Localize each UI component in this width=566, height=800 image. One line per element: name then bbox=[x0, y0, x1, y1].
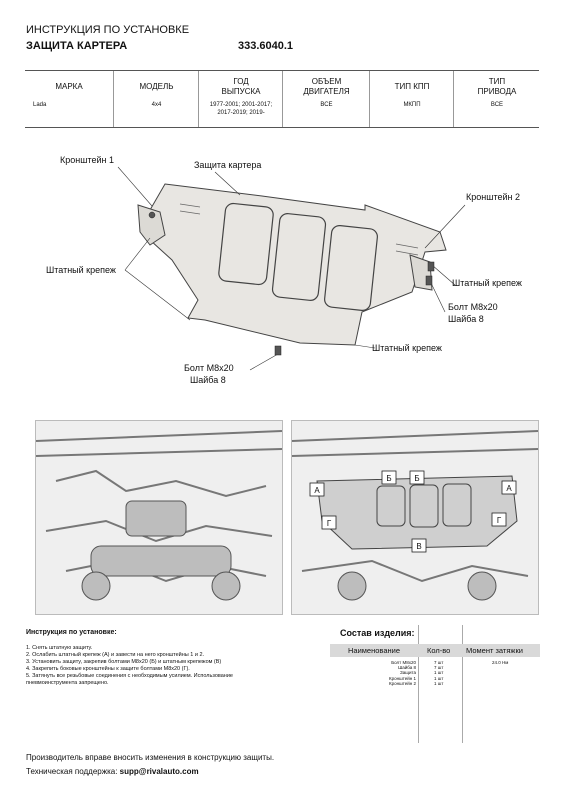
spec-value-gearbox: МКПП bbox=[403, 102, 421, 108]
support-email-link[interactable]: supp@rivalauto.com bbox=[119, 767, 199, 776]
footer-disclaimer: Производитель вправе вносить изменения в… bbox=[26, 753, 275, 762]
composition-title: Состав изделия: bbox=[340, 628, 415, 638]
support-label: Техническая поддержка: bbox=[26, 767, 120, 776]
photo-before-install bbox=[35, 420, 283, 615]
label-std-fastener-left: Штатный крепеж bbox=[46, 265, 116, 275]
label-bolt-right-2: Шайба 8 bbox=[448, 314, 484, 324]
instruction-step: 1. Снять штатную защиту. bbox=[26, 645, 93, 651]
bolt-bottom bbox=[274, 345, 282, 356]
spec-header-make: МАРКА bbox=[55, 82, 83, 91]
spec-header-year: ГОД ВЫПУСКА bbox=[221, 77, 261, 96]
spec-col-gearbox: ТИП КПП МКПП bbox=[369, 71, 454, 127]
instruction-step: 3. Установить защиту, закрепив болтами М… bbox=[26, 659, 222, 665]
guard-plate bbox=[149, 183, 447, 346]
marker-v: В bbox=[416, 542, 421, 551]
label-bracket-1: Кронштейн 1 bbox=[60, 155, 114, 165]
doc-title: ИНСТРУКЦИЯ ПО УСТАНОВКЕ bbox=[26, 24, 190, 36]
instruction-step: пневмоинструмента запрещено. bbox=[26, 680, 109, 686]
marker-b-2: Б bbox=[414, 474, 419, 483]
col-torque-header: Момент затяжки bbox=[466, 646, 523, 655]
label-bolt-bottom-1: Болт М8х20 bbox=[184, 363, 234, 373]
instruction-step: 5. Затянуть все резьбовые соединения с н… bbox=[26, 673, 233, 679]
label-std-fastener-bottom: Штатный крепеж bbox=[372, 343, 442, 353]
spec-header-drive: ТИП ПРИВОДА bbox=[477, 77, 517, 96]
bolt-right-1 bbox=[427, 261, 435, 272]
instructions-list: 1. Снять штатную защиту. 2. Ослабить шта… bbox=[26, 645, 233, 687]
installed-guard bbox=[316, 475, 518, 550]
spec-header-model: МОДЕЛЬ bbox=[139, 82, 174, 91]
label-bolt-right-1: Болт М8х20 bbox=[448, 302, 498, 312]
product-name: ЗАЩИТА КАРТЕРА bbox=[26, 40, 128, 52]
spec-table: МАРКА Lada МОДЕЛЬ 4x4 ГОД ВЫПУСКА 1977-2… bbox=[25, 70, 539, 128]
marker-g-right: Г bbox=[497, 516, 502, 525]
spec-col-engine: ОБЪЕМ ДВИГАТЕЛЯ ВСЕ bbox=[282, 71, 370, 127]
instruction-step: 4. Закрепить боковые кронштейны к защите… bbox=[26, 666, 190, 672]
marker-g-left: Г bbox=[327, 519, 332, 528]
guard-window-left bbox=[218, 202, 274, 286]
instructions-title: Инструкция по установке: bbox=[26, 629, 117, 636]
part-qty: 1 шт bbox=[434, 680, 444, 686]
parts-quantities: 7 шт 7 шт 1 шт 1 шт 1 шт bbox=[434, 660, 443, 686]
part-name: Шайба 8 bbox=[398, 665, 416, 671]
photo-after-install: А А Б Б Г Г В bbox=[291, 420, 539, 615]
label-guard: Защита картера bbox=[194, 160, 262, 170]
col-name-header: Наименование bbox=[348, 646, 400, 655]
parts-torque: 24.0 Нм bbox=[492, 660, 508, 665]
instruction-step: 2. Ослабить штатный крепеж (А) и завести… bbox=[26, 652, 205, 658]
col-qty-header: Кол-во bbox=[427, 646, 451, 655]
composition-header: Наименование Кол-во Момент затяжки bbox=[330, 644, 540, 657]
spec-col-model: МОДЕЛЬ 4x4 bbox=[113, 71, 199, 127]
marker-a-right: А bbox=[506, 484, 512, 493]
part-name: Кронштейн 2 bbox=[389, 680, 416, 686]
column-divider bbox=[418, 625, 419, 743]
spec-value-year: 1977-2001; 2001-2017; 2017-2019; 2019- bbox=[209, 102, 273, 116]
part-name: Защита bbox=[400, 670, 416, 676]
part-name: Болт М8х20 bbox=[391, 660, 416, 665]
spec-col-make: МАРКА Lada bbox=[25, 71, 113, 127]
spec-header-engine: ОБЪЕМ ДВИГАТЕЛЯ bbox=[303, 77, 350, 96]
parts-names: Болт М8х20 Шайба 8 Защита Кронштейн 1 Кр… bbox=[380, 660, 416, 686]
exploded-diagram bbox=[117, 166, 466, 371]
spec-value-make: Lada bbox=[33, 102, 47, 108]
marker-a-left: А bbox=[314, 486, 320, 495]
part-qty: 7 шт bbox=[434, 665, 444, 671]
column-divider bbox=[462, 625, 463, 743]
spec-value-drive: ВСЕ bbox=[490, 102, 504, 108]
part-qty: 1 шт bbox=[434, 675, 444, 681]
spec-col-drive: ТИП ПРИВОДА ВСЕ bbox=[453, 71, 540, 127]
bolt-left bbox=[148, 211, 156, 219]
spec-value-engine: ВСЕ bbox=[320, 102, 333, 108]
part-torque: 24.0 Нм bbox=[492, 660, 509, 665]
label-std-fastener-right: Штатный крепеж bbox=[452, 278, 522, 288]
article-number: 333.6040.1 bbox=[238, 40, 294, 52]
label-bolt-bottom-2: Шайба 8 bbox=[190, 375, 226, 385]
bolt-right-2 bbox=[425, 275, 433, 286]
part-qty: 7 шт bbox=[434, 660, 444, 665]
footer-support: Техническая поддержка: supp@rivalauto.co… bbox=[26, 767, 199, 776]
spec-value-model: 4x4 bbox=[151, 102, 162, 108]
spec-col-year: ГОД ВЫПУСКА 1977-2001; 2001-2017; 2017-2… bbox=[198, 71, 283, 127]
guard-window-right bbox=[324, 225, 378, 311]
part-qty: 1 шт bbox=[434, 670, 444, 676]
marker-b-1: Б bbox=[386, 474, 391, 483]
bracket-1 bbox=[137, 204, 166, 246]
guard-window-center bbox=[271, 213, 327, 301]
label-bracket-2: Кронштейн 2 bbox=[466, 192, 520, 202]
part-name: Кронштейн 1 bbox=[389, 675, 416, 681]
spec-header-gearbox: ТИП КПП bbox=[394, 82, 430, 91]
